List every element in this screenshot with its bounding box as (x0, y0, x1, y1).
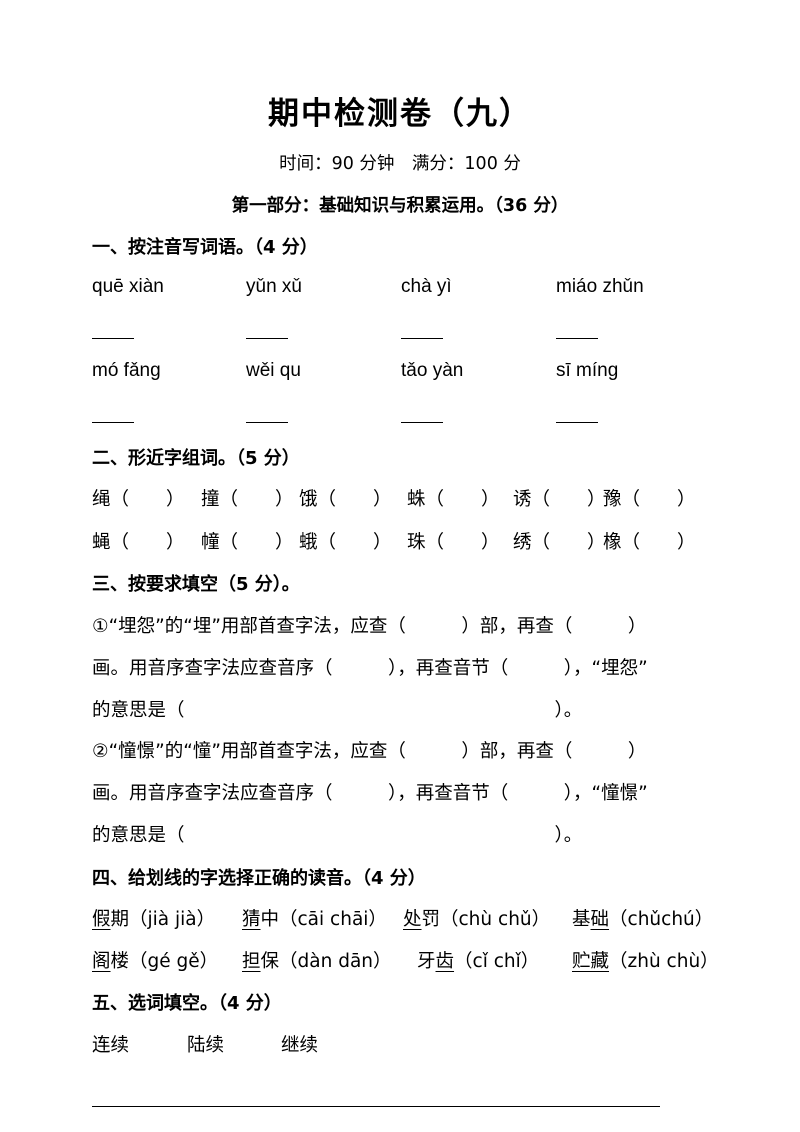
reading-options[interactable]: 罚（chù chǔ） (421, 909, 551, 930)
underlined-char: 猜 (242, 909, 261, 930)
answer-blank[interactable] (556, 338, 598, 339)
underlined-char: 贮藏 (572, 951, 610, 972)
answer-blank[interactable] (556, 422, 598, 423)
part-heading: 第一部分：基础知识与积累运用。（36 分） (231, 196, 569, 216)
reading-options[interactable]: 楼（gé gě） (110, 951, 219, 972)
word-choice: 陆续 (187, 1035, 225, 1056)
question-line: 画。用音序查字法应查音序（ ），再查音节（ ），“憧憬” (92, 783, 648, 804)
answer-blank[interactable] (246, 338, 288, 339)
reading-options[interactable]: 期（jià jià） (110, 909, 216, 930)
section4-heading: 四、给划线的字选择正确的读音。（4 分） (92, 868, 426, 889)
reading-item: 阁楼（gé gě） (92, 947, 218, 973)
section1-heading: 一、按注音写词语。（4 分） (92, 237, 318, 258)
page-title: 期中检测卷（九） (268, 96, 532, 132)
char-group-item[interactable]: 蝇（ ） (92, 532, 185, 553)
reading-options[interactable]: 保（dàn dān） (260, 951, 392, 972)
pinyin-item: chà yì (401, 276, 452, 297)
char-group-item[interactable]: 蛾（ ） (299, 532, 392, 553)
underlined-char: 担 (242, 951, 261, 972)
char-group-item[interactable]: 诱（ ） (513, 489, 606, 510)
word-choice: 继续 (281, 1035, 319, 1056)
reading-item: 处罚（chù chǔ） (403, 905, 550, 931)
answer-line[interactable] (92, 1106, 660, 1107)
char-group-item[interactable]: 撞（ ） (201, 489, 294, 510)
char-group-item[interactable]: 绣（ ） (513, 532, 606, 553)
question-line: 画。用音序查字法应查音序（ ），再查音节（ ），“埋怨” (92, 658, 648, 679)
reading-item: 基础（chǔchú） (572, 905, 713, 931)
reading-item: 猜中（cāi chāi） (242, 905, 387, 931)
reading-item: 假期（jià jià） (92, 905, 215, 931)
char-group-item[interactable]: 豫（ ） (603, 489, 696, 510)
reading-options[interactable]: （chǔchú） (609, 909, 714, 930)
answer-blank[interactable] (401, 422, 443, 423)
pinyin-item: quē xiàn (92, 276, 164, 297)
pinyin-item: sī míng (556, 360, 619, 381)
reading-options[interactable]: 中（cāi chāi） (260, 909, 387, 930)
section5-heading: 五、选词填空。（4 分） (92, 993, 282, 1014)
plain-char: 牙 (417, 951, 436, 972)
word-choice: 连续 (92, 1035, 130, 1056)
section3-heading: 三、按要求填空（5 分）。 (92, 574, 300, 595)
char-group-item[interactable]: 珠（ ） (407, 532, 500, 553)
question-line: 的意思是（ ）。 (92, 825, 583, 846)
answer-blank[interactable] (92, 422, 134, 423)
question-line: ①“埋怨”的“埋”用部首查字法，应查（ ）部，再查（ ） (92, 616, 647, 637)
underlined-char: 假 (92, 909, 111, 930)
question-line: 的意思是（ ）。 (92, 700, 583, 721)
answer-blank[interactable] (401, 338, 443, 339)
pinyin-item: tǎo yàn (401, 360, 464, 381)
pinyin-item: miáo zhǔn (556, 276, 644, 297)
exam-info: 时间：90 分钟 满分：100 分 (279, 154, 521, 174)
char-group-item[interactable]: 饿（ ） (299, 489, 392, 510)
underlined-char: 阁 (92, 951, 111, 972)
underlined-char: 础 (590, 909, 610, 930)
underlined-char: 齿 (435, 951, 455, 972)
pinyin-item: yǔn xǔ (246, 276, 302, 297)
underlined-char: 处 (403, 909, 422, 930)
char-group-item[interactable]: 蛛（ ） (407, 489, 500, 510)
reading-item: 牙齿（cǐ chǐ） (417, 947, 539, 973)
char-group-item[interactable]: 绳（ ） (92, 489, 185, 510)
question-line: ②“憧憬”的“憧”用部首查字法，应查（ ）部，再查（ ） (92, 741, 647, 762)
reading-item: 担保（dàn dān） (242, 947, 392, 973)
section2-heading: 二、形近字组词。（5 分） (92, 448, 300, 469)
reading-item: 贮藏（zhù chù） (572, 947, 719, 973)
pinyin-item: mó fǎng (92, 360, 161, 381)
pinyin-item: wěi qu (246, 360, 301, 381)
answer-blank[interactable] (246, 422, 288, 423)
reading-options[interactable]: （zhù chù） (609, 951, 719, 972)
plain-char: 基 (572, 909, 591, 930)
char-group-item[interactable]: 橡（ ） (603, 532, 696, 553)
reading-options[interactable]: （cǐ chǐ） (454, 951, 540, 972)
char-group-item[interactable]: 幢（ ） (201, 532, 294, 553)
answer-blank[interactable] (92, 338, 134, 339)
